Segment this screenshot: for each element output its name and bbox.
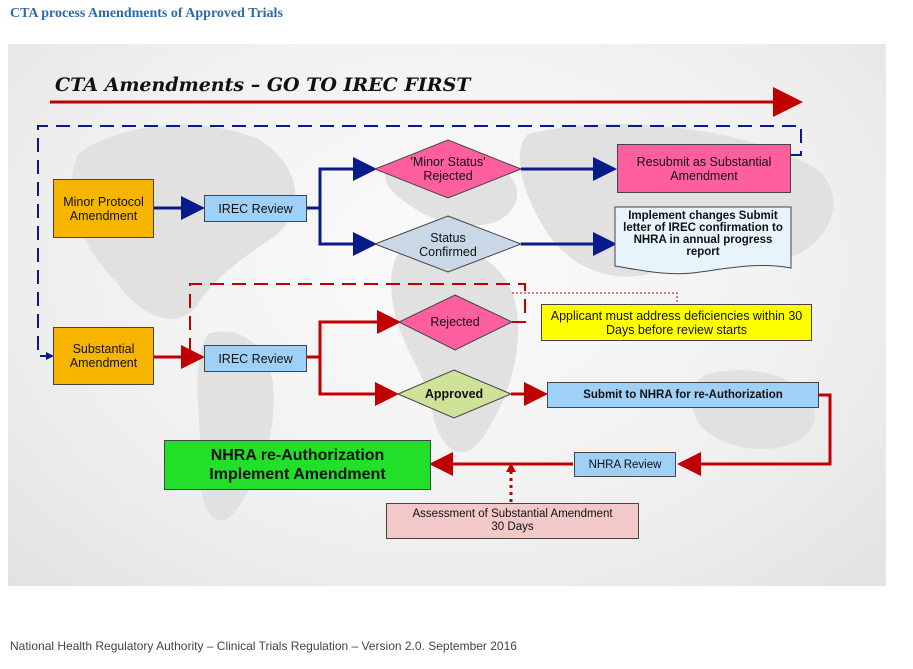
minor-protocol-amendment-box: Minor Protocol Amendment <box>53 179 154 238</box>
minor-status-rejected-label: 'Minor Status' Rejected <box>410 155 486 183</box>
irec-review-box-2: IREC Review <box>204 345 307 372</box>
submit-nhra-label: Submit to NHRA for re-Authorization <box>583 389 783 401</box>
assessment-line1: Assessment of Substantial Amendment <box>412 508 613 520</box>
page-title: CTA process Amendments of Approved Trial… <box>10 6 283 21</box>
rejected-label: Rejected <box>430 315 480 329</box>
resubmit-substantial-box: Resubmit as Substantial Amendment <box>617 144 791 193</box>
rejected-loop-dashed <box>189 283 526 357</box>
status-confirmed-label: Status Confirmed <box>419 231 477 259</box>
banner-title: CTA Amendments – GO TO IREC FIRST <box>55 74 471 96</box>
resubmit-loop-dashed <box>37 125 802 357</box>
irec-review-label-2: IREC Review <box>218 351 293 366</box>
submit-to-nhra-review-line <box>677 393 832 476</box>
deficiencies-note: Applicant must address deficiencies with… <box>541 304 812 341</box>
deficiencies-leader <box>512 292 678 303</box>
deficiencies-label: Applicant must address deficiencies with… <box>550 308 803 337</box>
resubmit-label: Resubmit as Substantial Amendment <box>636 154 772 183</box>
rejected-diamond <box>397 294 514 351</box>
substantial-label: Substantial Amendment <box>69 342 138 370</box>
irec-split-navy <box>307 167 372 246</box>
approved-diamond <box>396 369 513 419</box>
footer-text: National Health Regulatory Authority – C… <box>10 639 517 653</box>
nhra-reauthorization-box: NHRA re-Authorization Implement Amendmen… <box>164 440 431 490</box>
irec-review-label-1: IREC Review <box>218 201 293 216</box>
nhra-reauth-line1: NHRA re-Authorization <box>210 447 385 464</box>
implement-changes-document <box>614 206 792 275</box>
nhra-review-label: NHRA Review <box>588 458 662 471</box>
substantial-amendment-box: Substantial Amendment <box>53 327 154 385</box>
minor-protocol-label: Minor Protocol Amendment <box>63 194 144 223</box>
approved-label: Approved <box>424 387 484 401</box>
assessment-line2: 30 Days <box>491 521 534 533</box>
nhra-review-box: NHRA Review <box>574 452 676 477</box>
minor-status-rejected-diamond <box>373 139 523 199</box>
implement-changes-label: Implement changes Submit letter of IREC … <box>623 210 783 258</box>
irec-review-box-1: IREC Review <box>204 195 307 222</box>
irec-split-red <box>307 320 388 396</box>
resubmit-loop-arrowhead <box>46 352 54 360</box>
nhra-reauth-line2: Implement Amendment <box>209 466 386 483</box>
assessment-box: Assessment of Substantial Amendment 30 D… <box>386 503 639 539</box>
submit-nhra-box: Submit to NHRA for re-Authorization <box>547 382 819 408</box>
status-confirmed-diamond <box>373 215 523 273</box>
